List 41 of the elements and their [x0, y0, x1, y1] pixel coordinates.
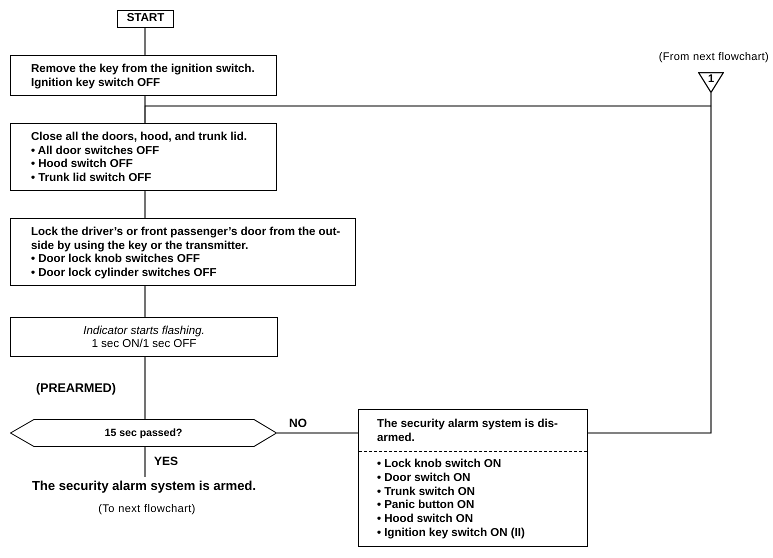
bullet-item: • Panic button ON — [377, 499, 476, 514]
timing-text: 1 sec ON/1 sec OFF — [92, 338, 196, 351]
note-text: (To next flowchart) — [98, 503, 196, 515]
step-text: Lock the driver’s or front passenger’s door from the out-side by using the key or the transmitter. — [31, 226, 342, 254]
process-box — [10, 55, 277, 96]
start-label: START — [126, 13, 164, 25]
status-text: Ignition key switch OFF — [31, 76, 162, 90]
bullet-item: • Hood switch OFF — [31, 158, 134, 172]
bullet-item: • All door switches OFF — [31, 144, 160, 158]
process-box — [10, 317, 278, 357]
bullet-item: • Door lock knob switches OFF — [31, 253, 201, 268]
status-box — [358, 409, 588, 547]
edge-label: YES — [154, 454, 178, 468]
bullet-item: • Ignition key switch ON (II) — [377, 526, 526, 541]
connector-line — [144, 191, 146, 218]
step-text: Remove the key from the ignition switch. — [31, 63, 256, 77]
process-box — [10, 123, 277, 191]
question-text: 15 sec passed? — [104, 428, 182, 438]
bullet-item: • Hood switch ON — [377, 513, 474, 527]
bullet-item: • Trunk switch ON — [377, 486, 476, 500]
connector-line — [144, 286, 146, 317]
connector-line — [277, 432, 358, 434]
status-text: Indicator starts flashing. — [83, 325, 205, 338]
decision-hexagon — [10, 419, 277, 447]
bullet-item: • Door switch ON — [377, 472, 472, 486]
step-text: Close all the doors, hood, and trunk lid. — [31, 131, 248, 145]
connector-line — [144, 93, 712, 123]
connector-line — [144, 447, 146, 477]
edge-label: NO — [289, 416, 307, 430]
bullet-item: • Lock knob switch ON — [377, 458, 502, 472]
process-box — [10, 218, 356, 286]
state-label: (PREARMED) — [36, 380, 116, 396]
bullet-item: • Trunk lid switch OFF — [31, 172, 152, 186]
connector-number: 1 — [708, 72, 714, 87]
connector-line — [144, 28, 146, 55]
note-text: (From next flowchart) — [658, 51, 769, 63]
status-text: The security alarm system is dis-armed. — [377, 417, 559, 445]
offpage-connector — [698, 72, 724, 93]
start-box — [117, 10, 174, 28]
connector-line — [144, 357, 146, 419]
bullet-item: • Door lock cylinder switches OFF — [31, 267, 218, 281]
